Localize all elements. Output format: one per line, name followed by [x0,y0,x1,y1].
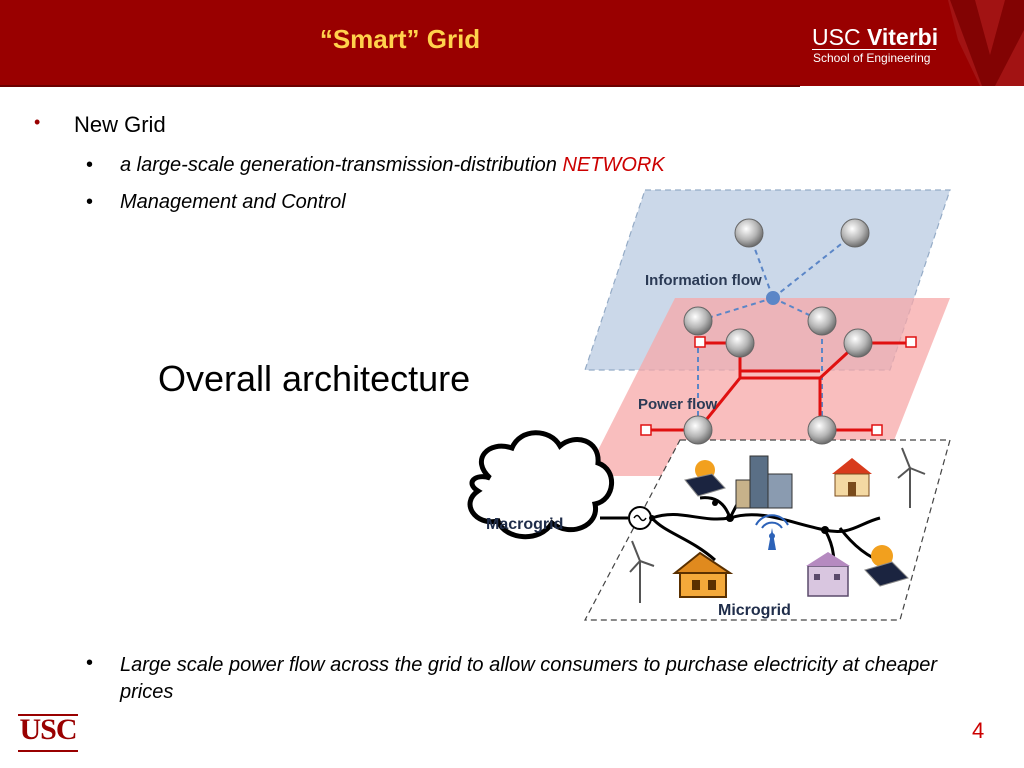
wireless-tower-icon [755,514,789,550]
solar-panel-icon [684,460,726,497]
viterbi-logo-name: Viterbi [866,24,939,50]
usc-footer-logo: USC [19,713,77,746]
viterbi-rule [812,49,936,50]
viterbi-logo-usc: USC [812,24,861,50]
wind-turbine-icon [629,540,655,603]
header-divider [0,85,800,87]
power-flow-label: Power flow [638,396,718,413]
smart-grid-diagram: Information flow Power flow Macrogrid [467,189,951,621]
microgrid-label: Microgrid [718,602,791,619]
solar-panel-icon [864,545,909,587]
bullet-dot: • [34,112,41,132]
viterbi-v-icon [915,0,1024,86]
grid-nodes [683,218,873,445]
main-bullet-text: New Grid [74,112,166,137]
slide-title: “Smart” Grid [319,24,481,54]
bullet-dot: • [86,191,94,213]
slide-header [0,0,1024,86]
information-flow-label: Information flow [645,272,762,289]
office-building-icon [735,455,793,509]
wind-turbine-icon [897,447,926,508]
house-icon [672,551,734,598]
bottom-bullet-text: Large scale power flow across the grid t… [120,654,938,703]
page-number: 4 [972,718,985,743]
network-highlight: NETWORK [562,154,665,176]
bullet-dot: • [86,154,94,176]
center-label: Overall architecture [158,358,471,399]
viterbi-school: School of Engineering [813,51,931,65]
bullet-dot: • [86,652,94,674]
macrogrid-label: Macrogrid [486,516,563,533]
viterbi-logo-area [800,0,1024,86]
macrogrid-cloud-icon [467,430,615,540]
usc-logo-rule-bottom [18,750,78,752]
usc-logo-rule-top [18,714,78,716]
house-icon [832,458,872,497]
junction-dots [649,500,829,534]
apartment-icon [806,552,850,597]
viterbi-logo-text: USC Viterbi [812,24,938,51]
sub-bullet-text: a large-scale generation-transmission-di… [120,154,563,176]
information-hub-node [766,291,780,305]
sub-bullet-text: Management and Control [120,191,346,213]
power-terminals [640,336,917,436]
